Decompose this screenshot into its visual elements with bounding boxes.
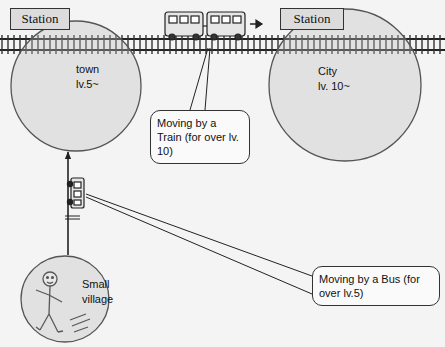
rail-tie <box>217 35 218 54</box>
circle-outline <box>269 9 421 161</box>
rail-tie <box>247 35 248 54</box>
city-circle: Citylv. 10~ <box>268 8 422 162</box>
rail-tie <box>205 35 206 54</box>
rail-tie <box>253 35 254 54</box>
rail-tie <box>241 35 242 54</box>
place-label: City <box>318 64 337 79</box>
rail-tie <box>229 35 230 54</box>
rail-tie <box>163 35 164 54</box>
rail-tie <box>421 35 422 54</box>
rail-tie <box>223 35 224 54</box>
rail-tie <box>427 35 428 54</box>
rail-tie <box>7 35 8 54</box>
rail-tie <box>145 35 146 54</box>
circle-outline <box>11 21 141 151</box>
callout-text: Moving by a Train (for over lv. 10) <box>157 116 243 158</box>
route-arrow <box>67 152 69 255</box>
rail-tie <box>1 35 2 54</box>
rail-tie <box>271 35 272 54</box>
rail-tie <box>181 35 182 54</box>
callout-box: Moving by a Train (for over lv. 10) <box>150 110 250 164</box>
station-box: Station <box>280 8 344 30</box>
town-circle: townlv.5~ <box>10 20 142 152</box>
rail-tie <box>13 35 14 54</box>
rail-tie <box>139 35 140 54</box>
rail-tie <box>175 35 176 54</box>
rail-tie <box>433 35 434 54</box>
callout-box: Moving by a Bus (for over lv.5) <box>312 266 440 306</box>
station-box: Station <box>10 8 70 30</box>
callout-text: Moving by a Bus (for over lv.5) <box>319 272 433 300</box>
rail-tie <box>151 35 152 54</box>
rail-tie <box>259 35 260 54</box>
station-label: Station <box>294 11 331 27</box>
rail-tie <box>415 35 416 54</box>
train-symbol <box>165 12 262 40</box>
rail-tie <box>157 35 158 54</box>
rail-tie <box>133 35 134 54</box>
place-label: town <box>76 62 99 77</box>
rail-tie <box>439 35 440 54</box>
rail-tie <box>265 35 266 54</box>
rail-tie <box>199 35 200 54</box>
village-circle: Small village <box>20 255 110 343</box>
place-label: lv.5~ <box>76 77 99 92</box>
place-label: Small village <box>82 277 113 307</box>
rail-tie <box>187 35 188 54</box>
place-label: lv. 10~ <box>318 79 350 94</box>
station-label: Station <box>22 11 59 27</box>
